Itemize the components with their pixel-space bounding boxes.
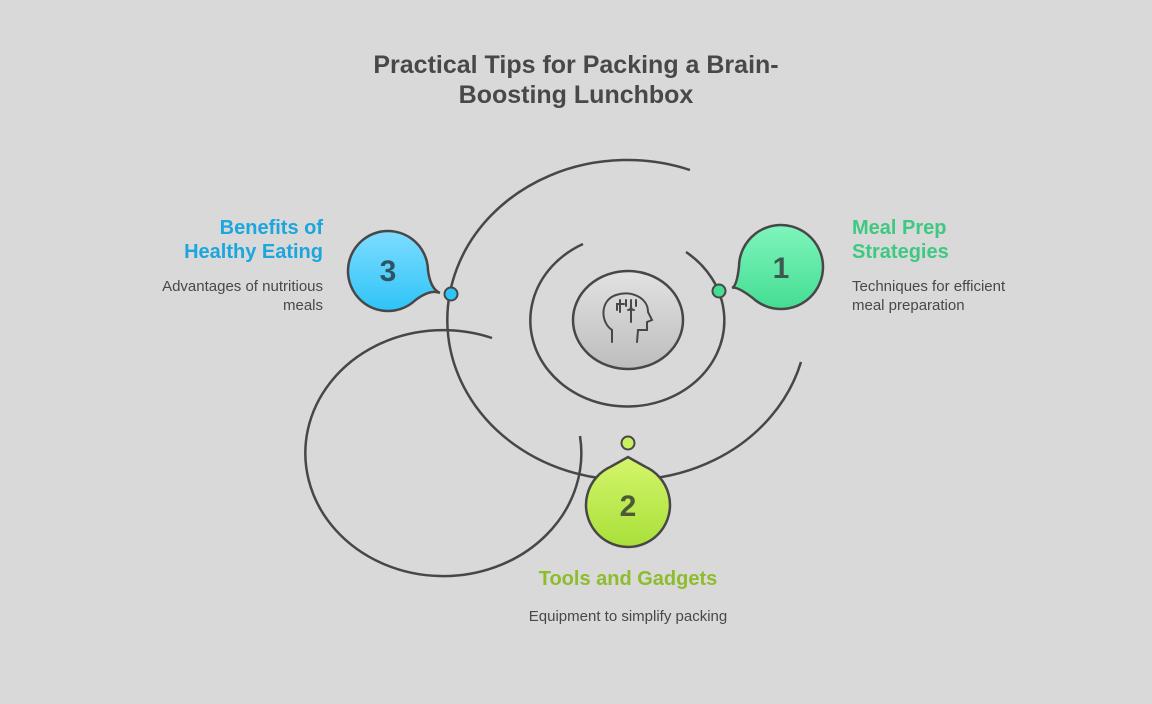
item-1-desc-line-2: meal preparation (852, 297, 965, 314)
head-with-fork-knife-icon (602, 292, 654, 343)
title-line-2: Boosting Lunchbox (458, 81, 694, 109)
item-3-description: Advantages of nutritious meals (162, 277, 323, 315)
orbit-ring-outer (446, 158, 803, 482)
orbit-ring-inner (529, 242, 726, 408)
item-1-desc-line-1: Techniques for efficient (852, 278, 1006, 295)
speech-bubble-2 (584, 455, 672, 549)
orbit-ring-middle (304, 328, 583, 578)
marker-dot-3 (443, 286, 459, 302)
title-line-1: Practical Tips for Packing a Brain- (373, 51, 779, 79)
item-2-heading: Tools and Gadgets (538, 568, 718, 590)
page-title: Practical Tips for Packing a Brain- Boos… (0, 50, 1152, 110)
item-2-description: Equipment to simplify packing (528, 608, 728, 625)
center-circle (571, 269, 685, 371)
item-1-heading-line-1: Meal Prep (852, 217, 947, 239)
speech-bubble-3 (346, 229, 441, 313)
item-3-heading: Benefits of Healthy Eating (184, 216, 323, 264)
item-1-heading-line-2: Strategies (852, 241, 949, 263)
item-3-heading-line-1: Benefits of (219, 217, 323, 239)
item-3-heading-line-2: Healthy Eating (184, 241, 323, 263)
item-3-desc-line-2: meals (282, 297, 323, 314)
marker-dot-2 (620, 435, 636, 451)
item-3-desc-line-1: Advantages of nutritious (162, 278, 323, 295)
marker-dot-1 (711, 283, 727, 299)
speech-bubble-1 (731, 223, 825, 311)
bubble-number-2: 2 (620, 490, 637, 523)
item-1-description: Techniques for efficient meal preparatio… (852, 277, 1005, 315)
bubble-number-3: 3 (380, 255, 397, 288)
item-1-heading: Meal Prep Strategies (852, 216, 949, 264)
bubble-number-1: 1 (773, 252, 790, 285)
